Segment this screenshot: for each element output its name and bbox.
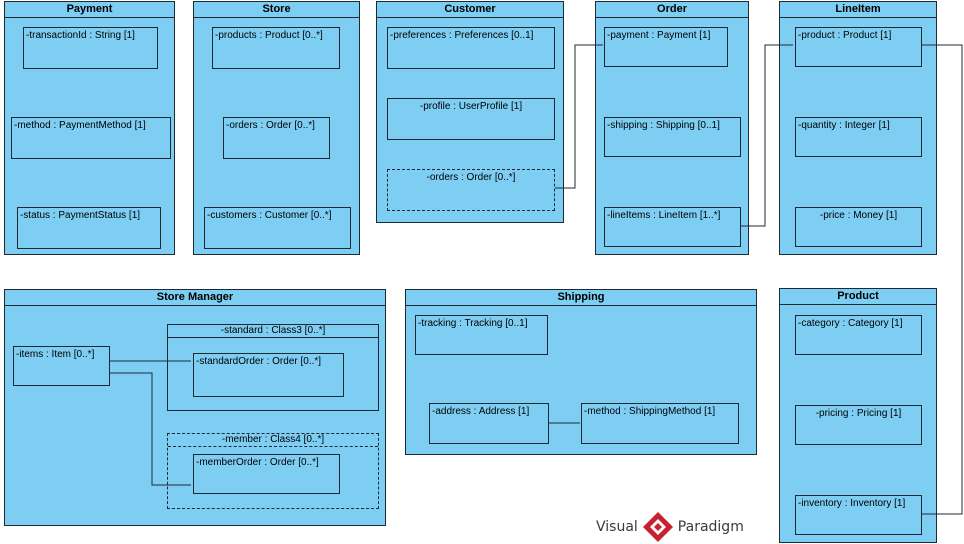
- attribute-method[interactable]: -method : PaymentMethod [1]: [11, 117, 171, 159]
- logo-text-left: Visual: [596, 519, 638, 535]
- class-lineitem[interactable]: LineItem -product : Product [1] -quantit…: [779, 1, 937, 255]
- class-customer[interactable]: Customer -preferences : Preferences [0..…: [376, 1, 564, 223]
- attribute-items[interactable]: -items : Item [0..*]: [13, 346, 110, 386]
- class-title: Customer: [377, 2, 563, 18]
- class-title: Store: [194, 2, 359, 18]
- attribute-group-standard[interactable]: -standard : Class3 [0..*] -standardOrder…: [167, 324, 379, 411]
- class-title: Shipping: [406, 290, 756, 306]
- attribute-group-title: -member : Class4 [0..*]: [168, 434, 378, 447]
- attribute-products[interactable]: -products : Product [0..*]: [212, 27, 340, 69]
- attribute-member-order[interactable]: -memberOrder : Order [0..*]: [193, 454, 340, 494]
- logo-text-right: Paradigm: [677, 519, 744, 535]
- attribute-address[interactable]: -address : Address [1]: [429, 403, 549, 444]
- attribute-group-title: -standard : Class3 [0..*]: [168, 325, 378, 338]
- attribute-customers[interactable]: -customers : Customer [0..*]: [204, 207, 351, 249]
- class-title: Store Manager: [5, 290, 385, 306]
- attribute-status[interactable]: -status : PaymentStatus [1]: [17, 207, 161, 249]
- attribute-profile[interactable]: -profile : UserProfile [1]: [387, 98, 555, 140]
- attribute-transaction-id[interactable]: -transactionId : String [1]: [23, 27, 158, 69]
- class-payment[interactable]: Payment -transactionId : String [1] -met…: [4, 1, 175, 255]
- diamond-logo-icon: [642, 512, 673, 542]
- attribute-payment[interactable]: -payment : Payment [1]: [604, 27, 728, 67]
- class-store[interactable]: Store -products : Product [0..*] -orders…: [193, 1, 360, 255]
- class-store-manager[interactable]: Store Manager -items : Item [0..*] -stan…: [4, 289, 386, 526]
- attribute-pricing[interactable]: -pricing : Pricing [1]: [795, 405, 922, 445]
- attribute-orders[interactable]: -orders : Order [0..*]: [387, 169, 555, 211]
- class-product[interactable]: Product -category : Category [1] -pricin…: [779, 288, 937, 543]
- class-shipping[interactable]: Shipping -tracking : Tracking [0..1] -ad…: [405, 289, 757, 455]
- class-title: Product: [780, 289, 936, 305]
- attribute-quantity[interactable]: -quantity : Integer [1]: [795, 117, 922, 157]
- class-order[interactable]: Order -payment : Payment [1] -shipping :…: [595, 1, 749, 255]
- class-title: Payment: [5, 2, 174, 18]
- visual-paradigm-logo: Visual Paradigm: [596, 512, 744, 542]
- attribute-standard-order[interactable]: -standardOrder : Order [0..*]: [193, 353, 344, 397]
- attribute-shipping[interactable]: -shipping : Shipping [0..1]: [604, 117, 741, 157]
- attribute-product[interactable]: -product : Product [1]: [795, 27, 922, 67]
- attribute-tracking[interactable]: -tracking : Tracking [0..1]: [415, 315, 548, 355]
- class-title: LineItem: [780, 2, 936, 18]
- attribute-line-items[interactable]: -lineItems : LineItem [1..*]: [604, 207, 741, 247]
- attribute-shipping-method[interactable]: -method : ShippingMethod [1]: [581, 403, 739, 444]
- attribute-preferences[interactable]: -preferences : Preferences [0..1]: [387, 27, 555, 69]
- attribute-group-member[interactable]: -member : Class4 [0..*] -memberOrder : O…: [167, 433, 379, 509]
- attribute-inventory[interactable]: -inventory : Inventory [1]: [795, 495, 922, 535]
- attribute-orders[interactable]: -orders : Order [0..*]: [223, 117, 330, 159]
- class-title: Order: [596, 2, 748, 18]
- attribute-price[interactable]: -price : Money [1]: [795, 207, 922, 247]
- attribute-category[interactable]: -category : Category [1]: [795, 315, 922, 355]
